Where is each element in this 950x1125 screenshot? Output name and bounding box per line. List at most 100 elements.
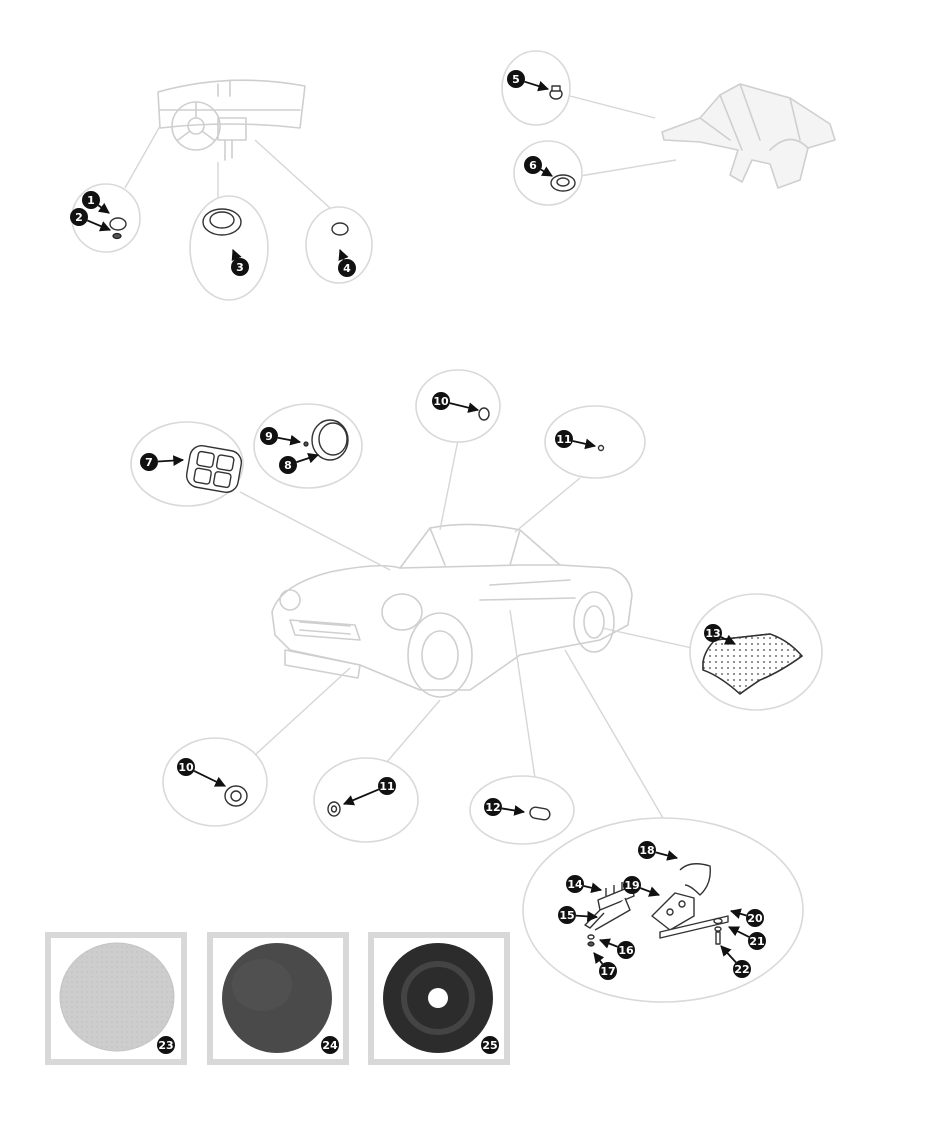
callout-2: 2 [70,208,111,232]
callout-16: 16 [598,938,635,959]
callout-marker [733,960,751,978]
callout-21: 21 [728,926,766,950]
mat-part [185,445,243,493]
callout-3: 3 [231,249,249,276]
callout-arrow [720,945,737,963]
callout-number: 10 [433,395,449,408]
callout-arrow [655,850,679,861]
callout-number: 13 [705,627,720,640]
callout-marker [524,156,542,174]
callout-arrow [729,908,747,919]
callout-marker [558,906,576,924]
callout-arrow [157,455,185,466]
callout-number: 12 [485,801,500,814]
callout-13: 13 [704,624,736,645]
callout-marker [704,624,722,642]
callout-arrow [296,452,320,464]
callout-22: 22 [720,945,751,978]
callout-4: 4 [338,248,356,277]
callout-arrow [575,910,599,922]
leader-line [124,125,161,189]
callout-number: 17 [600,965,615,978]
callout-arrow [193,770,226,787]
callout-6: 6 [524,156,553,177]
swatches-group [45,932,510,1065]
callout-arrow [231,249,242,262]
callout-number: 3 [236,261,244,274]
callout-arrow [97,202,110,214]
callout-number: 24 [322,1039,338,1052]
callout-arrow [86,219,111,232]
callout-marker [157,1036,175,1054]
callout-number: 19 [624,879,639,892]
callout-number: 14 [567,878,583,891]
callout-arrow [449,402,480,413]
callout-24: 24 [321,1036,339,1054]
callout-number: 4 [343,262,351,275]
callout-marker [70,208,88,226]
callout-number: 16 [618,944,634,957]
callout-arrow [343,788,380,806]
callout-marker [623,876,641,894]
bolt-part [549,85,563,100]
disc-part [303,419,349,461]
detail-bubble [313,757,419,843]
bolt-part [713,917,723,945]
leader-line [239,491,391,571]
callout-marker [432,392,450,410]
callout-7: 7 [140,453,185,471]
callout-number: 20 [747,912,763,925]
callout-marker [82,191,100,209]
leader-line [514,477,581,533]
callout-arrow [640,886,661,897]
detail-bubble [501,50,571,126]
leader-line [601,627,693,649]
callout-arrow [598,938,618,949]
callout-marker [555,430,573,448]
callout-number: 18 [639,844,654,857]
leader-line [569,95,656,119]
grommet-part [202,208,242,236]
callout-marker [260,427,278,445]
small-cap-part [478,407,490,421]
callout-8: 8 [279,452,320,474]
callout-number: 15 [559,909,574,922]
callout-number: 5 [512,73,520,86]
callout-10: 10 [432,392,480,413]
car-group [130,369,823,845]
callout-number: 8 [284,459,292,472]
callout-marker [638,841,656,859]
callout-11: 11 [343,777,396,806]
leader-line [254,139,331,209]
leader-line [439,439,459,531]
callout-marker [748,932,766,950]
callout-marker [599,962,617,980]
callout-14: 14 [566,875,603,894]
callout-11: 11 [555,430,597,450]
dashboard-group [71,79,373,301]
mount-plate-part [651,892,729,939]
leader-line [379,699,441,771]
callout-marker [177,758,195,776]
callout-number: 21 [749,935,764,948]
callout-marker [566,875,584,893]
callout-marker [279,456,297,474]
callout-number: 2 [75,211,83,224]
bracket-group [522,817,804,1003]
callout-5: 5 [507,70,550,92]
floorpan-group [501,50,836,206]
callout-number: 7 [145,456,153,469]
callout-1: 1 [82,191,110,214]
callout-arrow [524,80,550,92]
callout-marker [484,798,502,816]
callout-10: 10 [177,758,226,787]
tiny-plug-part [597,444,605,452]
bracket-part [584,882,635,931]
callout-arrow [593,952,605,965]
callout-marker [507,70,525,88]
swatch-24 [207,932,349,1065]
callout-12: 12 [484,798,526,816]
callout-number: 23 [158,1039,173,1052]
